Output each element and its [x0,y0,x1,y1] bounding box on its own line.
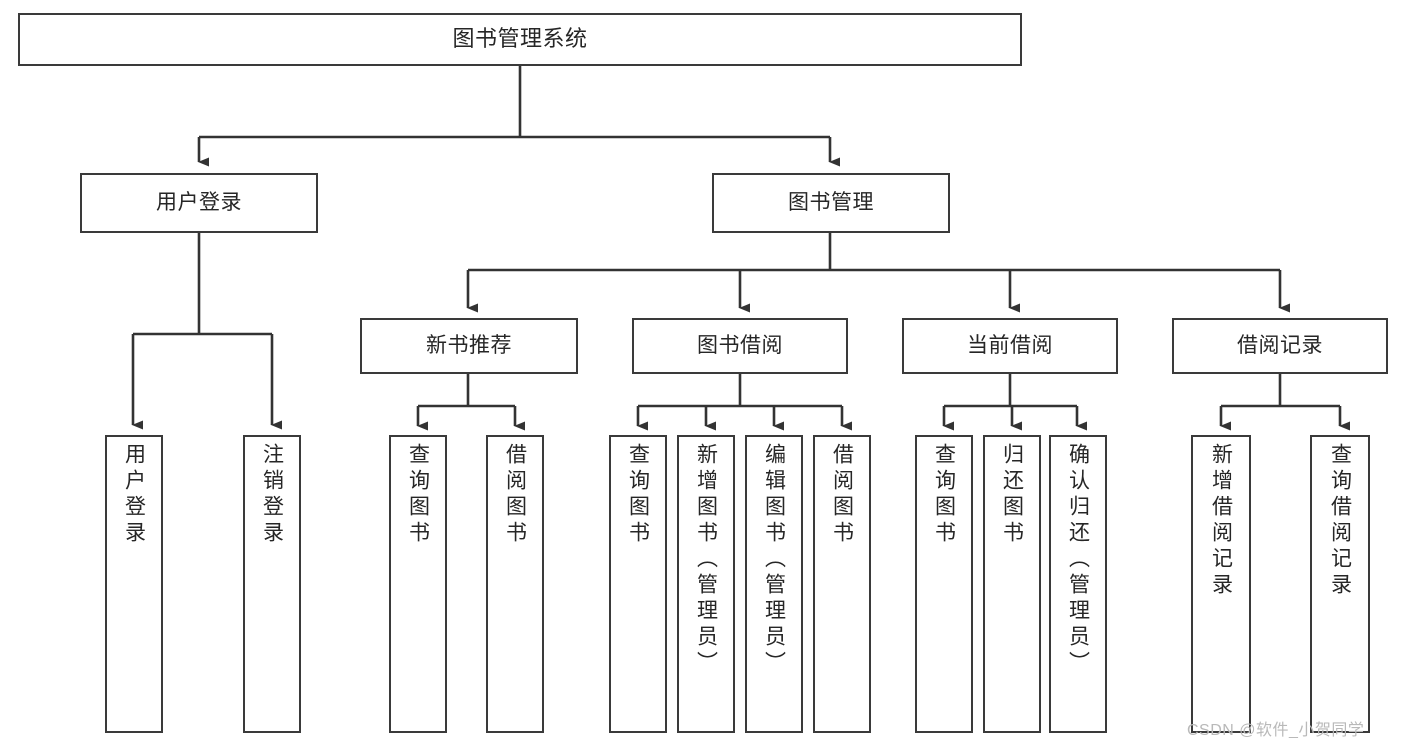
node-label: 借阅记录 [1237,334,1323,358]
node-label: 当前借阅 [967,334,1053,358]
node-label: 确认归还（管理员） [1066,443,1090,677]
node-leaf-query-record[interactable]: 查询借阅记录 [1310,435,1370,733]
node-user-login[interactable]: 用户登录 [80,173,318,233]
node-leaf-query-book-1[interactable]: 查询图书 [389,435,447,733]
node-leaf-edit-book[interactable]: 编辑图书（管理员） [745,435,803,733]
node-leaf-logout-login[interactable]: 注销登录 [243,435,301,733]
node-label: 编辑图书（管理员） [762,443,786,677]
node-label: 新增图书（管理员） [694,443,718,677]
node-label: 归还图书 [1000,443,1024,547]
node-label: 图书借阅 [697,334,783,358]
node-book-borrow[interactable]: 图书借阅 [632,318,848,374]
node-leaf-borrow-book-1[interactable]: 借阅图书 [486,435,544,733]
node-label: 注销登录 [260,443,284,547]
node-leaf-add-book[interactable]: 新增图书（管理员） [677,435,735,733]
node-leaf-query-book-3[interactable]: 查询图书 [915,435,973,733]
node-root-book-management-system[interactable]: 图书管理系统 [18,13,1022,66]
node-label: 借阅图书 [503,443,527,547]
node-leaf-query-book-2[interactable]: 查询图书 [609,435,667,733]
node-book-management[interactable]: 图书管理 [712,173,950,233]
node-label: 查询图书 [406,443,430,547]
node-label: 新书推荐 [426,334,512,358]
node-label: 查询图书 [932,443,956,547]
node-leaf-return-book[interactable]: 归还图书 [983,435,1041,733]
node-label: 新增借阅记录 [1209,443,1233,599]
node-leaf-borrow-book-2[interactable]: 借阅图书 [813,435,871,733]
watermark-text: CSDN @软件_小贺同学 [1187,722,1365,739]
node-label: 用户登录 [156,191,242,215]
node-leaf-add-record[interactable]: 新增借阅记录 [1191,435,1251,733]
node-label: 图书管理系统 [452,26,588,52]
node-current-borrow[interactable]: 当前借阅 [902,318,1118,374]
node-label: 用户登录 [122,443,146,547]
node-new-book-recommend[interactable]: 新书推荐 [360,318,578,374]
node-leaf-confirm-return[interactable]: 确认归还（管理员） [1049,435,1107,733]
node-label: 图书管理 [788,191,874,215]
node-label: 查询图书 [626,443,650,547]
node-label: 查询借阅记录 [1328,443,1352,599]
node-borrow-record[interactable]: 借阅记录 [1172,318,1388,374]
node-leaf-user-login[interactable]: 用户登录 [105,435,163,733]
node-label: 借阅图书 [830,443,854,547]
